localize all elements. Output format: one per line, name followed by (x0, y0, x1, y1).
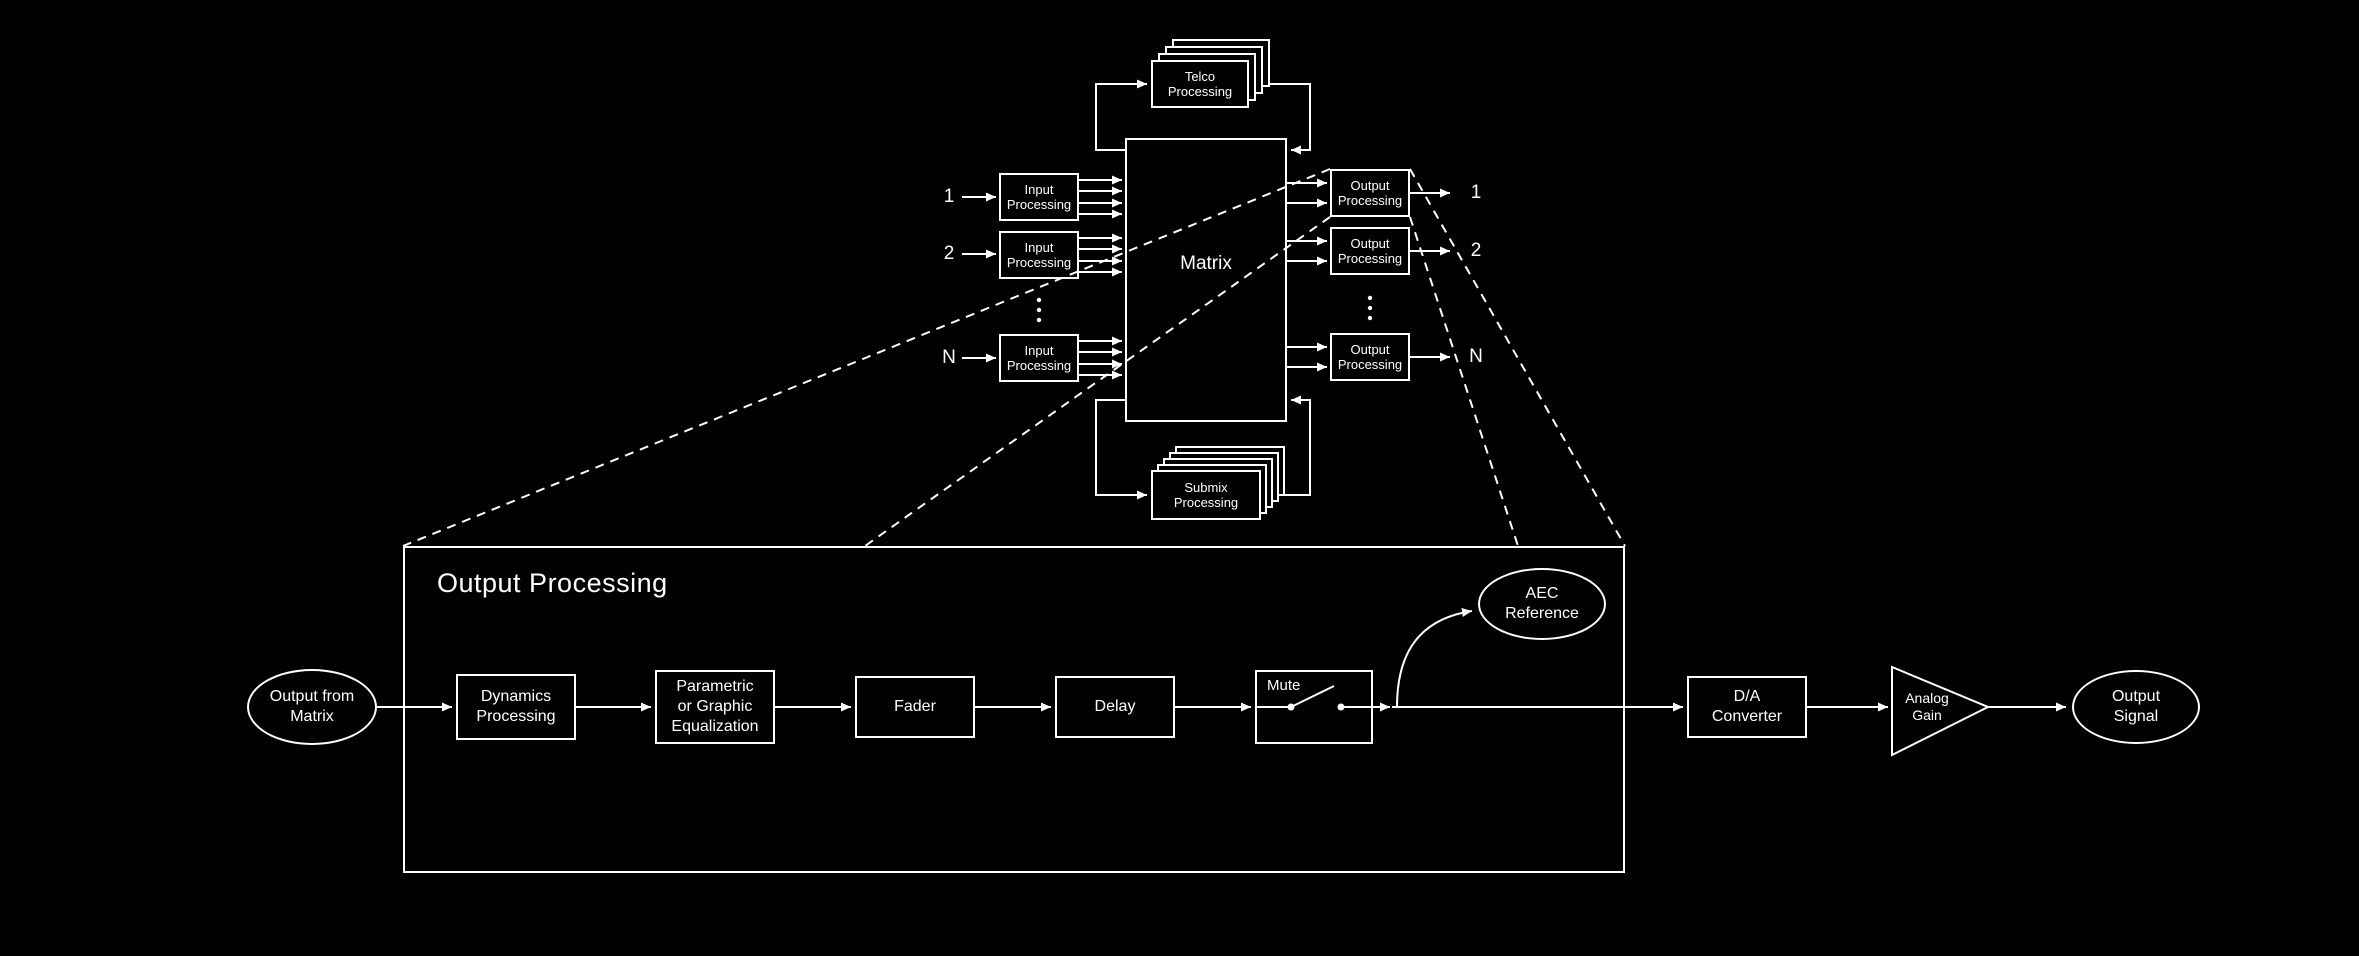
output-processing-box-n: Output Processing (1330, 333, 1410, 381)
telco-processing-box: Telco Processing (1151, 60, 1249, 108)
telco-loop (1095, 79, 1311, 155)
output-channel-label-1: 1 (1470, 182, 1482, 203)
input-channel-label-n: N (942, 347, 956, 368)
input-processing-box-1: Input Processing (999, 173, 1079, 221)
output-from-matrix-ellipse: Output from Matrix (247, 669, 377, 745)
equalization-box: Parametric or Graphic Equalization (655, 670, 775, 744)
output-channel-label-n: N (1469, 346, 1483, 367)
input-processing-box-n: Input Processing (999, 334, 1079, 382)
analog-gain-label: Analog Gain (1905, 690, 1949, 723)
output-processing-box-2: Output Processing (1330, 227, 1410, 275)
output-signal-ellipse: Output Signal (2072, 670, 2200, 744)
aec-reference-ellipse: AEC Reference (1478, 568, 1606, 640)
matrix-box (1125, 138, 1287, 422)
analog-gain-triangle (1891, 665, 1991, 757)
delay-box: Delay (1055, 676, 1175, 738)
output-channel-label-2: 2 (1470, 240, 1482, 261)
matrix-to-output-arrows (1287, 178, 1327, 372)
submix-processing-box: Submix Processing (1151, 470, 1261, 520)
input-channel-arrows (962, 192, 996, 363)
input-channel-label-1: 1 (943, 186, 955, 207)
submix-loop (1095, 395, 1311, 500)
detail-title: Output Processing (437, 568, 668, 598)
input-to-matrix-arrows (1079, 175, 1122, 380)
ellipsis-dots (1036, 295, 1373, 323)
mute-switch-symbol (1257, 685, 1371, 711)
input-processing-box-2: Input Processing (999, 231, 1079, 279)
matrix-label: Matrix (1180, 253, 1232, 274)
aec-branch-curve (1396, 608, 1473, 708)
da-converter-box: D/A Converter (1687, 676, 1807, 738)
output-processing-box-1: Output Processing (1330, 169, 1410, 217)
output-channel-arrows (1410, 188, 1450, 362)
fader-box: Fader (855, 676, 975, 738)
input-channel-label-2: 2 (943, 243, 955, 264)
dynamics-processing-box: Dynamics Processing (456, 674, 576, 740)
output-processing-detail-box (403, 546, 1625, 873)
expansion-dashed-lines (402, 168, 1626, 547)
mute-box: Mute (1255, 670, 1373, 744)
